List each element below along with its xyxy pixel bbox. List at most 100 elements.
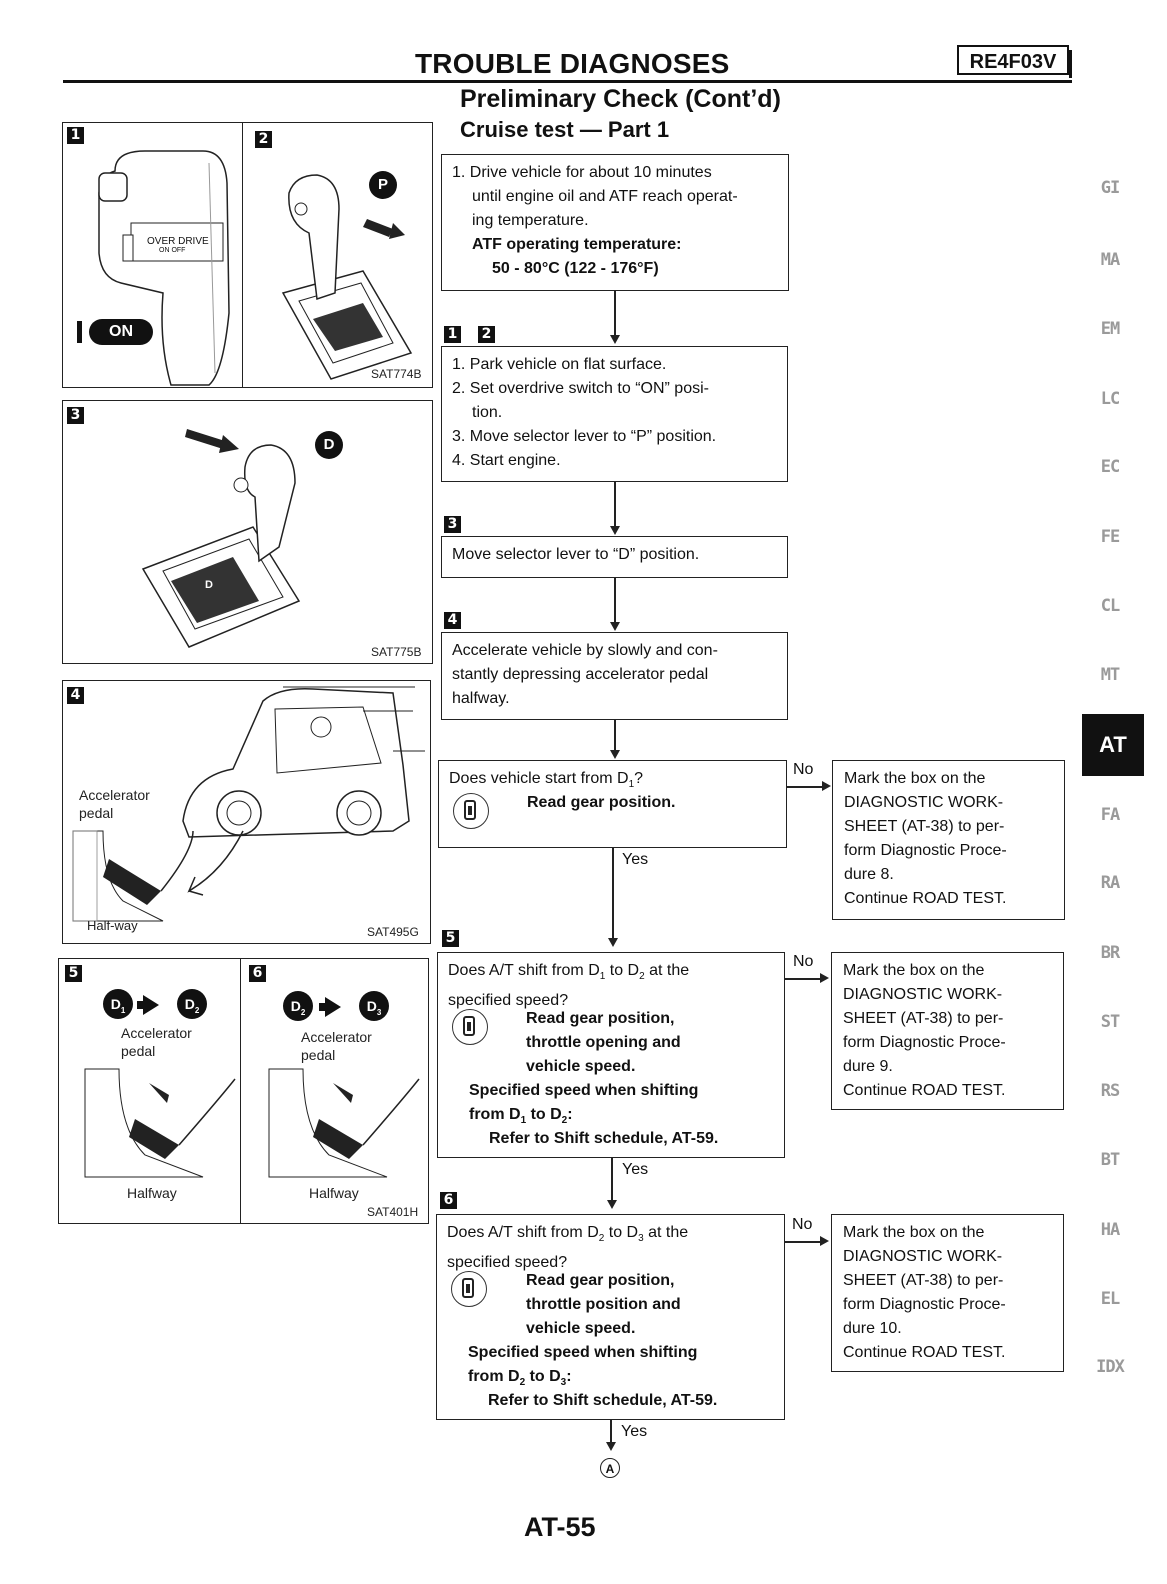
result-line: form Diagnostic Proce- (843, 1034, 1006, 1051)
gear-to-badge: D2 (177, 989, 207, 1019)
no-label: No (792, 1216, 813, 1233)
tab-ec[interactable]: EC (1100, 457, 1120, 477)
q3-question-line2: specified speed? (447, 1254, 568, 1272)
flow-box-warmup: 1. Drive vehicle for about 10 minutes un… (441, 154, 789, 291)
flow-arrowhead-right (822, 781, 831, 791)
result-line: DIAGNOSTIC WORK- (844, 794, 1004, 811)
flow-connector (611, 1158, 613, 1200)
flow-arrowhead (610, 335, 620, 344)
gear-from-sub: 2 (300, 1007, 306, 1017)
flow-question-shift-d2-d3: Does A/T shift from D2 to D3 at the spec… (436, 1214, 785, 1420)
flow-question-shift-d1-d2: Does A/T shift from D1 to D2 at the spec… (437, 952, 785, 1158)
pedal-label-line2: pedal (121, 1043, 156, 1059)
q2-question-line2: specified speed? (448, 992, 569, 1010)
car-driver-illustration (72, 686, 425, 922)
result-line: dure 8. (844, 866, 894, 883)
header-rule (63, 80, 1072, 83)
q2-action-1: Read gear position, (526, 1010, 675, 1027)
prepare-line2: 2. Set overdrive switch to “ON” posi- (452, 380, 709, 397)
q1-action: Read gear position. (527, 794, 676, 811)
flow-connector (614, 720, 616, 750)
tab-bt[interactable]: BT (1100, 1150, 1120, 1170)
result-line: SHEET (AT-38) to per- (843, 1010, 1004, 1027)
selector-lever-p-illustration (281, 174, 413, 380)
tab-fe[interactable]: FE (1100, 527, 1120, 547)
tab-mt[interactable]: MT (1100, 665, 1120, 685)
gear-to-letter: D (184, 996, 195, 1012)
result-line: dure 10. (843, 1320, 902, 1337)
q2-spec-1: Specified speed when shifting (469, 1082, 699, 1099)
tab-cl[interactable]: CL (1100, 596, 1120, 616)
gear-position-icon (451, 1271, 487, 1307)
figure-code: SAT401H (367, 1205, 419, 1219)
q3-spec-2: from D2 to D3: (468, 1368, 572, 1389)
figure-number-badge: 6 (249, 965, 266, 982)
flow-arrowhead (610, 526, 620, 535)
page-header-title: TROUBLE DIAGNOSES (415, 48, 730, 79)
result-line: Mark the box on the (843, 1224, 985, 1241)
accelerate-line1: Accelerate vehicle by slowly and con- (452, 642, 718, 659)
atf-temp-value: 50 - 80°C (122 - 176°F) (492, 260, 659, 277)
q3-action-1: Read gear position, (526, 1272, 675, 1289)
q3-spec-3: Refer to Shift schedule, AT-59. (488, 1392, 718, 1409)
gear-to-sub: 3 (376, 1007, 382, 1017)
step-badge-6: 6 (440, 1192, 457, 1209)
result-line: DIAGNOSTIC WORK- (843, 986, 1003, 1003)
flow-box-select-d: Move selector lever to “D” position. (441, 536, 788, 578)
result-line: Mark the box on the (843, 962, 985, 979)
tab-at-active[interactable]: AT (1082, 714, 1144, 776)
figure-number-badge: 2 (255, 131, 272, 148)
pedal-halfway-illustration (84, 1068, 236, 1178)
result-line: DIAGNOSTIC WORK- (843, 1248, 1003, 1265)
tab-fa[interactable]: FA (1100, 805, 1120, 825)
flow-no-connector (785, 978, 821, 980)
step-badge-3: 3 (444, 516, 461, 533)
flow-arrowhead-right (820, 1236, 829, 1246)
pedal-halfway-illustration (268, 1068, 420, 1178)
q2-spec-2: from D1 to D2: (469, 1106, 573, 1127)
result-line: Continue ROAD TEST. (843, 1344, 1006, 1361)
prepare-line2b: tion. (472, 404, 503, 421)
tab-ra[interactable]: RA (1100, 873, 1120, 893)
flow-connector (610, 1420, 612, 1444)
page-number: AT-55 (524, 1512, 596, 1542)
q3-action-3: vehicle speed. (526, 1320, 636, 1337)
flow-question-start-d1: Does vehicle start from D1? Read gear po… (438, 760, 787, 848)
tab-el[interactable]: EL (1100, 1289, 1120, 1309)
flow-arrowhead (608, 938, 618, 947)
tab-gi[interactable]: GI (1100, 178, 1120, 198)
q2-spec-3: Refer to Shift schedule, AT-59. (489, 1130, 719, 1147)
tab-rs[interactable]: RS (1100, 1081, 1120, 1101)
tab-ma[interactable]: MA (1100, 250, 1120, 270)
tab-ha[interactable]: HA (1100, 1220, 1120, 1240)
q3-action-2: throttle position and (526, 1296, 681, 1313)
halfway-label: Halfway (309, 1185, 359, 1201)
yes-label: Yes (621, 1423, 648, 1440)
figure-shift-d2-d3: 6 D2 D3 Accelerator pedal Halfway SAT401… (240, 958, 429, 1224)
gear-from-letter: D (290, 998, 301, 1014)
arrow-right-icon (325, 997, 341, 1017)
gear-to-sub: 2 (194, 1005, 200, 1015)
result-line: SHEET (AT-38) to per- (844, 818, 1005, 835)
flow-connector (612, 848, 614, 938)
model-code-badge: RE4F03V (957, 45, 1072, 78)
result-line: Continue ROAD TEST. (843, 1082, 1006, 1099)
prepare-line4: 4. Start engine. (452, 452, 561, 469)
tab-st[interactable]: ST (1100, 1012, 1120, 1032)
flow-arrowhead (607, 1200, 617, 1209)
q2-question-line1: Does A/T shift from D1 to D2 at the (448, 962, 690, 983)
flow-arrowhead (610, 622, 620, 631)
pedal-label-line2: pedal (79, 805, 114, 821)
pedal-label-line1: Accelerator (301, 1029, 372, 1045)
tab-br[interactable]: BR (1100, 943, 1120, 963)
overdrive-sublabel: ON OFF (159, 247, 186, 254)
tab-em[interactable]: EM (1100, 319, 1120, 339)
gear-position-icon (453, 793, 489, 829)
tab-idx[interactable]: IDX (1096, 1357, 1125, 1377)
yes-label: Yes (622, 851, 649, 868)
tab-lc[interactable]: LC (1100, 389, 1120, 409)
result-line: form Diagnostic Proce- (843, 1296, 1006, 1313)
figure-code: SAT774B (371, 367, 422, 381)
result-line: SHEET (AT-38) to per- (843, 1272, 1004, 1289)
section-title: Preliminary Check (Cont’d) (460, 85, 781, 113)
